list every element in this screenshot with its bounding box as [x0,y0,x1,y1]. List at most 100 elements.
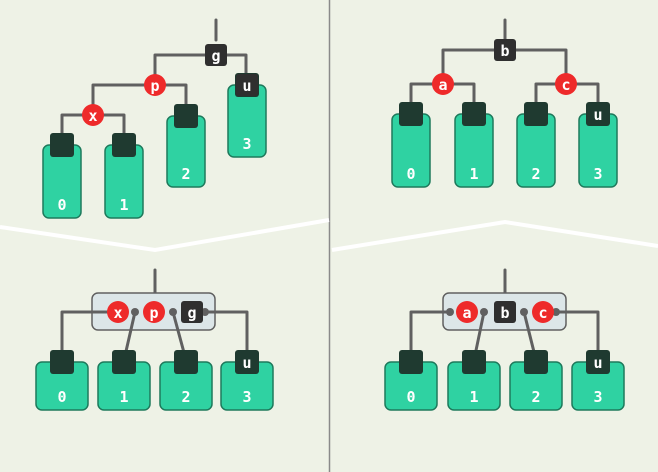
tr-leaf-0: 0 [391,102,431,188]
br-node-b-label: b [500,304,509,322]
panel-divider-right [331,219,658,252]
tl-leaf-0-cap [50,133,74,157]
br-node-a-label: a [462,304,471,322]
tr-leaf-3-cap [586,102,610,126]
edge-tl-g [153,53,248,87]
br-node-a: a [456,301,478,323]
tr-node-c: c [555,73,577,95]
tl-node-x-shape [82,104,104,126]
tr-node-a: a [432,73,454,95]
tr-leaf-1-cap [462,102,486,126]
br-leaf-1-cap [462,350,486,374]
br-leaf-0-label: 0 [406,388,415,406]
tr-leaf-0-cap [399,102,423,126]
tl-node-u-shape [236,74,258,96]
bl-node-g: g [181,301,203,323]
bl-node-g-label: g [187,304,196,322]
br-leaf-3-cap-label: u [593,354,602,372]
br-leaf-3-label: 3 [593,388,602,406]
tl-node-g-shape [205,44,227,66]
panel-divider-left [0,218,330,253]
br-node-b-shape [494,301,516,323]
bl-node-x-label: x [113,304,122,322]
bl-leaf-2-cap [174,350,198,374]
tr-node-a-shape [432,73,454,95]
tl-leaf-2-cap [174,104,198,128]
br-node-b: b [494,301,516,323]
tr-leaf-2-cap [524,102,548,126]
bl-leaf-3-cap [235,350,259,374]
tr-leaf-2: 2 [516,102,556,188]
bl-node-x: x [107,301,129,323]
bl-leaf-0: 0 [35,350,89,411]
bl-node-g-shape [181,301,203,323]
tl-node-p-label: p [150,77,159,95]
edge-br-3 [554,310,600,362]
edge-bl-3 [203,310,249,362]
bl-leaf-1-cap [112,350,136,374]
br-join-2 [520,308,528,316]
tr-node-b-shape [494,39,516,61]
tr-leaf-1-label: 1 [469,165,478,183]
tl-node-p-shape [144,74,166,96]
br-leaf-0-cap [399,350,423,374]
tl-leaf-1-cap [112,133,136,157]
tr-leaf-1: 1 [454,102,494,188]
bl-leaf-0-cap [50,350,74,374]
br-leaf-2: 2 [509,350,563,411]
tl-node-u-label: u [242,77,251,95]
br-join-1 [480,308,488,316]
bl-node-p-label: p [149,304,158,322]
bl-join-2 [169,308,177,316]
tl-node-g: g [205,44,227,66]
tr-leaf-2-label: 2 [531,165,540,183]
tl-node-x: x [82,104,104,126]
tl-leaf-1-label: 1 [119,196,128,214]
tl-leaf-0-label: 0 [57,196,66,214]
edge-br-0 [409,310,452,362]
tr-node-c-label: c [561,76,570,94]
edge-bl-0 [60,310,120,362]
bl-leaf-1: 1 [97,350,151,411]
tr-leaf-3-label: 3 [593,165,602,183]
bl-node-p-shape [143,301,165,323]
br-leaf-3-cap [586,350,610,374]
tl-node-p: p [144,74,166,96]
edge-tl-p [91,83,188,117]
tl-node-g-label: g [211,47,220,65]
bl-leaf-3-cap-label: u [242,354,251,372]
tr-node-a-label: a [438,76,447,94]
tl-leaf-1: 1 [104,133,144,219]
tr-leaf-3-cap-label: u [593,106,602,124]
tr-node-b-label: b [500,42,509,60]
br-node-c-shape [532,301,554,323]
tl-leaf-2: 2 [166,104,206,188]
bl-node-x-shape [107,301,129,323]
br-leaf-2-cap [524,350,548,374]
br-node-c: c [532,301,554,323]
tr-leaf-0-label: 0 [406,165,415,183]
tr-leaf-3: u3 [578,102,618,188]
tl-leaf-2-label: 2 [181,165,190,183]
bl-leaf-1-label: 1 [119,388,128,406]
bl-leaf-2-label: 2 [181,388,190,406]
br-node-c-label: c [538,304,547,322]
br-join-0 [446,308,454,316]
bl-leaf-3-label: 3 [242,388,251,406]
br-leaf-1-label: 1 [469,388,478,406]
tr-node-b: b [494,39,516,61]
br-node-a-shape [456,301,478,323]
br-leaf-1: 1 [447,350,501,411]
tl-leaf-0: 0 [42,133,82,219]
br-leaf-0: 0 [384,350,438,411]
bl-leaf-2: 2 [159,350,213,411]
tr-node-c-shape [555,73,577,95]
tl-node-u: u [236,74,258,96]
bl-leaf-3: u3 [220,350,274,411]
tl-node-x-label: x [88,107,97,125]
br-leaf-2-label: 2 [531,388,540,406]
br-join-3 [552,308,560,316]
bl-leaf-0-label: 0 [57,388,66,406]
bl-join-1 [131,308,139,316]
